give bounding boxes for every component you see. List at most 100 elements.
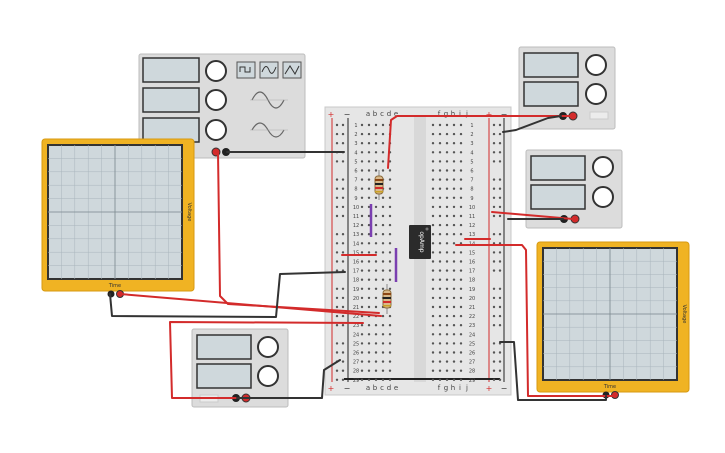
rail-hole[interactable] [341,378,345,381]
breadboard-hole[interactable] [374,305,378,309]
rail-hole[interactable] [341,160,345,163]
wire-red-ps1-to-board[interactable] [387,115,572,169]
breadboard-hole[interactable] [381,269,385,272]
breadboard-hole[interactable] [388,251,392,254]
breadboard-hole[interactable] [445,269,449,272]
rail-hole[interactable] [498,142,502,145]
rail-hole[interactable] [341,314,345,318]
breadboard-hole[interactable] [445,169,449,172]
rail-hole[interactable] [492,351,496,354]
rail-hole[interactable] [335,132,339,136]
rail-hole[interactable] [492,296,496,300]
breadboard-hole[interactable] [431,278,435,281]
resistor-top[interactable] [374,170,384,200]
breadboard-hole[interactable] [431,223,435,227]
ps3-knob-2[interactable] [257,365,279,387]
rail-hole[interactable] [335,324,339,327]
rail-hole[interactable] [341,296,345,300]
rail-hole[interactable] [492,369,496,372]
breadboard-hole[interactable] [452,333,456,336]
breadboard-hole[interactable] [360,378,364,381]
breadboard-hole[interactable] [445,160,449,163]
breadboard-hole[interactable] [381,251,385,254]
breadboard-hole[interactable] [452,360,456,363]
breadboard-hole[interactable] [388,378,392,381]
breadboard-hole[interactable] [438,269,442,272]
breadboard-hole[interactable] [381,223,385,227]
breadboard-hole[interactable] [445,305,449,309]
breadboard-hole[interactable] [374,287,378,290]
breadboard-hole[interactable] [445,233,449,236]
breadboard-hole[interactable] [360,296,364,300]
breadboard-hole[interactable] [374,205,378,209]
breadboard-hole[interactable] [459,223,463,227]
rail-hole[interactable] [341,233,345,236]
breadboard-hole[interactable] [388,178,392,181]
rail-hole[interactable] [341,305,345,309]
breadboard-hole[interactable] [381,351,385,354]
breadboard-hole[interactable] [374,333,378,336]
rail-hole[interactable] [492,251,496,254]
rail-hole[interactable] [498,324,502,327]
wire-red-ps3-to-board[interactable] [169,321,364,399]
rail-hole[interactable] [335,187,339,190]
breadboard-hole[interactable] [445,351,449,354]
breadboard-hole[interactable] [459,178,463,181]
rail-hole[interactable] [335,296,339,300]
breadboard-hole[interactable] [388,233,392,236]
rail-hole[interactable] [341,342,345,345]
breadboard-hole[interactable] [459,351,463,354]
breadboard-hole[interactable] [431,196,435,199]
breadboard-hole[interactable] [445,205,449,209]
breadboard-hole[interactable] [445,324,449,327]
breadboard-hole[interactable] [452,369,456,372]
breadboard-hole[interactable] [367,369,371,372]
breadboard-hole[interactable] [438,296,442,300]
breadboard-hole[interactable] [388,342,392,345]
breadboard-hole[interactable] [452,342,456,345]
breadboard-hole[interactable] [388,242,392,245]
wire-black-osc-left-to-board[interactable] [109,271,346,318]
breadboard-hole[interactable] [452,378,456,381]
breadboard-hole[interactable] [431,251,435,254]
ps2-knob-1[interactable] [592,156,614,178]
breadboard-hole[interactable] [374,214,378,218]
rail-hole[interactable] [341,205,345,209]
breadboard-hole[interactable] [438,178,442,181]
breadboard-hole[interactable] [445,378,449,381]
rail-hole[interactable] [335,269,339,272]
breadboard-hole[interactable] [459,196,463,199]
breadboard-hole[interactable] [445,278,449,281]
rail-hole[interactable] [492,160,496,163]
breadboard-hole[interactable] [452,296,456,300]
rail-hole[interactable] [498,260,502,263]
breadboard-hole[interactable] [388,360,392,363]
rail-hole[interactable] [341,287,345,290]
breadboard-hole[interactable] [445,251,449,254]
breadboard-hole[interactable] [388,333,392,336]
rail-hole[interactable] [498,233,502,236]
breadboard-hole[interactable] [388,314,392,318]
breadboard-hole[interactable] [452,187,456,190]
breadboard-hole[interactable] [431,269,435,272]
rail-hole[interactable] [341,324,345,327]
breadboard-hole[interactable] [360,351,364,354]
rail-hole[interactable] [492,196,496,199]
rail-hole[interactable] [492,342,496,345]
breadboard-hole[interactable] [374,342,378,345]
breadboard-hole[interactable] [360,360,364,363]
breadboard-hole[interactable] [367,378,371,381]
breadboard-hole[interactable] [360,333,364,336]
breadboard-hole[interactable] [452,123,456,127]
breadboard-hole[interactable] [459,260,463,263]
breadboard-hole[interactable] [459,142,463,145]
rail-hole[interactable] [498,351,502,354]
breadboard-hole[interactable] [367,132,371,136]
breadboard-hole[interactable] [374,132,378,136]
breadboard-hole[interactable] [374,324,378,327]
breadboard-hole[interactable] [431,360,435,363]
breadboard-hole[interactable] [374,223,378,227]
wire-red-ps2-to-rail[interactable] [491,211,574,220]
rail-hole[interactable] [498,269,502,272]
breadboard-hole[interactable] [459,278,463,281]
